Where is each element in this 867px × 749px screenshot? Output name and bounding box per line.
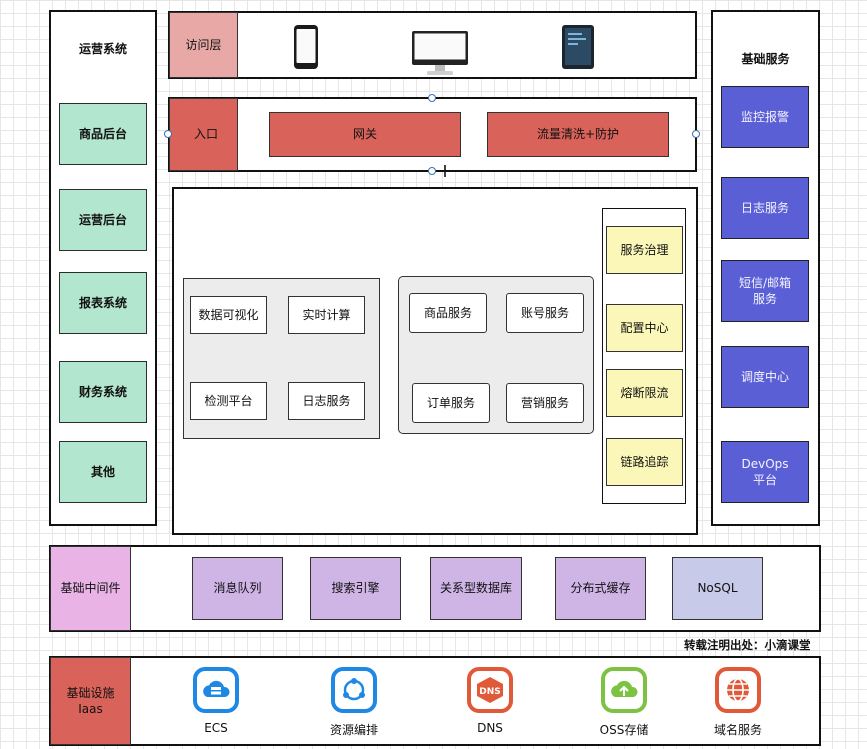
gateway-box[interactable]: 网关 bbox=[269, 112, 461, 157]
resize-handle-top[interactable] bbox=[428, 94, 436, 102]
infra-item-ecs[interactable]: ECS bbox=[188, 667, 244, 743]
svg-text:DNS: DNS bbox=[479, 687, 501, 697]
base-item-sms-email[interactable]: 短信/邮箱 服务 bbox=[721, 260, 809, 322]
ops-item-other[interactable]: 其他 bbox=[59, 441, 147, 503]
infra-item-label: 资源编排 bbox=[329, 723, 378, 737]
ops-system-title: 运营系统 bbox=[78, 41, 127, 56]
move-cursor-icon bbox=[438, 164, 452, 178]
dns-icon: DNS bbox=[467, 667, 513, 713]
middleware-nosql[interactable]: NoSQL bbox=[672, 557, 763, 620]
cloud-upload-icon bbox=[601, 667, 647, 713]
infra-item-label: 域名服务 bbox=[713, 723, 762, 737]
ops-item-report-system[interactable]: 报表系统 bbox=[59, 272, 147, 334]
ops-system-panel: 运营系统 bbox=[49, 10, 157, 526]
orchestration-icon bbox=[331, 667, 377, 713]
marketing-service-box[interactable]: 营销服务 bbox=[506, 383, 584, 423]
base-item-log-service[interactable]: 日志服务 bbox=[721, 177, 809, 239]
resize-handle-left[interactable] bbox=[164, 130, 172, 138]
circuit-breaker-box[interactable]: 熔断限流 bbox=[606, 369, 683, 417]
base-item-devops[interactable]: DevOps 平台 bbox=[721, 441, 809, 503]
account-service-box[interactable]: 账号服务 bbox=[506, 293, 584, 333]
infra-item-label: DNS bbox=[477, 721, 503, 735]
entry-label: 入口 bbox=[169, 98, 238, 171]
base-item-monitoring[interactable]: 监控报警 bbox=[721, 86, 809, 148]
log-service-box[interactable]: 日志服务 bbox=[288, 382, 365, 420]
detection-platform-box[interactable]: 检测平台 bbox=[190, 382, 267, 420]
middleware-message-queue[interactable]: 消息队列 bbox=[192, 557, 283, 620]
config-center-box[interactable]: 配置中心 bbox=[606, 304, 683, 352]
data-visualization-box[interactable]: 数据可视化 bbox=[190, 296, 267, 334]
globe-icon bbox=[715, 667, 761, 713]
infra-panel bbox=[49, 656, 821, 746]
tracing-box[interactable]: 链路追踪 bbox=[606, 438, 683, 486]
resize-handle-right[interactable] bbox=[692, 130, 700, 138]
desktop-monitor-icon bbox=[410, 30, 470, 80]
middleware-label: 基础中间件 bbox=[50, 546, 131, 631]
order-service-box[interactable]: 订单服务 bbox=[412, 383, 490, 423]
server-cloud-icon bbox=[193, 667, 239, 713]
infra-item-orchestration[interactable]: 资源编排 bbox=[322, 667, 386, 743]
middleware-distributed-cache[interactable]: 分布式缓存 bbox=[555, 557, 646, 620]
infra-item-domain[interactable]: 域名服务 bbox=[706, 667, 770, 743]
tablet-icon bbox=[561, 24, 595, 70]
access-layer-label: 访问层 bbox=[169, 12, 238, 78]
traffic-cleaning-box[interactable]: 流量清洗+防护 bbox=[487, 112, 669, 157]
base-item-scheduler[interactable]: 调度中心 bbox=[721, 346, 809, 408]
ops-item-product-admin[interactable]: 商品后台 bbox=[59, 103, 147, 165]
product-service-box[interactable]: 商品服务 bbox=[409, 293, 487, 333]
service-governance-box[interactable]: 服务治理 bbox=[606, 226, 683, 274]
realtime-compute-box[interactable]: 实时计算 bbox=[288, 296, 365, 334]
ops-item-finance-system[interactable]: 财务系统 bbox=[59, 361, 147, 423]
resize-handle-bottom[interactable] bbox=[428, 167, 436, 175]
ops-item-ops-admin[interactable]: 运营后台 bbox=[59, 189, 147, 251]
infra-item-label: OSS存储 bbox=[599, 723, 649, 737]
infra-item-label: ECS bbox=[204, 721, 228, 735]
credit-text: 转载注明出处：小滴课堂 bbox=[684, 638, 811, 652]
base-services-title: 基础服务 bbox=[741, 51, 790, 66]
middleware-search-engine[interactable]: 搜索引擎 bbox=[310, 557, 401, 620]
infra-item-oss[interactable]: OSS存储 bbox=[592, 667, 656, 743]
middleware-relational-db[interactable]: 关系型数据库 bbox=[430, 557, 522, 620]
infra-item-dns[interactable]: DNS DNS bbox=[462, 667, 518, 743]
infra-label: 基础设施 Iaas bbox=[50, 657, 131, 745]
mobile-phone-icon bbox=[293, 24, 319, 70]
